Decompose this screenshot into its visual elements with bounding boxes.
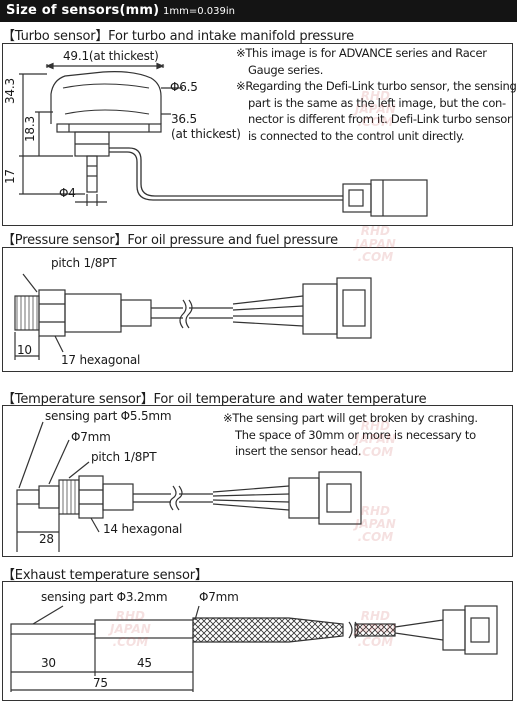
turbo-sensor-drawing — [19, 62, 428, 217]
temperature-panel: sensing part Φ5.5mm Φ7mm pitch 1/8PT 28 … — [2, 405, 513, 557]
turbo-dim-diameter: Φ6.5 — [170, 80, 198, 94]
exhaust-sensor-drawing — [10, 605, 498, 692]
exhaust-dim-total: 75 — [93, 676, 108, 690]
temperature-note-line: The space of 30mm or more is necessary t… — [235, 427, 476, 442]
unit-conversion: 1mm=0.039in — [163, 6, 235, 17]
turbo-panel: 49.1(at thickest) Φ6.5 34.3 18.3 17 Φ4 3… — [2, 43, 517, 226]
temperature-dim-length: 28 — [39, 532, 54, 546]
pressure-hexagonal-label: 17 hexagonal — [61, 353, 141, 367]
turbo-note-line: part is the same as the left image, but … — [248, 95, 506, 110]
turbo-dim-depth-note: (at thickest) — [171, 127, 241, 141]
turbo-note-line: Gauge series. — [248, 62, 324, 77]
turbo-section-title: 【Turbo sensor】For turbo and intake manif… — [2, 29, 354, 44]
pressure-panel: pitch 1/8PT 10 17 hexagonal — [2, 247, 513, 372]
pressure-dim-length: 10 — [17, 343, 32, 357]
turbo-dim-height-total: 34.3 — [3, 78, 17, 104]
turbo-dim-depth: 36.5 — [171, 112, 197, 126]
temperature-hexagonal-label: 14 hexagonal — [103, 522, 183, 536]
temperature-notes: ※The sensing part will get broken by cra… — [223, 410, 478, 460]
turbo-notes: ※This image is for ADVANCE series and Ra… — [236, 45, 517, 144]
turbo-dim-stem-diameter: Φ4 — [59, 186, 76, 200]
turbo-note-line: is connected to the control unit directl… — [248, 128, 465, 143]
exhaust-dim-b: 45 — [137, 656, 152, 670]
temperature-sensing-part-label: sensing part Φ5.5mm — [45, 409, 172, 423]
pressure-section-title: 【Pressure sensor】For oil pressure and fu… — [2, 233, 338, 248]
exhaust-diameter-label: Φ7mm — [199, 590, 239, 604]
turbo-note-line: nector is different from it. Defi-Link t… — [248, 112, 512, 126]
temperature-sensor-drawing — [16, 421, 362, 552]
temperature-note-line: ※The sensing part will get broken by cra… — [223, 411, 478, 425]
temperature-section-title: 【Temperature sensor】For oil temperature … — [2, 392, 427, 407]
temperature-note-line: insert the sensor head. — [235, 444, 362, 458]
turbo-dim-width: 49.1(at thickest) — [63, 49, 159, 63]
page-title: Size of sensors(mm) — [6, 3, 160, 18]
temperature-pitch-label: pitch 1/8PT — [91, 450, 157, 464]
temperature-diameter-label: Φ7mm — [71, 430, 111, 444]
pressure-sensor-drawing — [14, 273, 372, 360]
turbo-dim-height-body: 18.3 — [23, 116, 37, 142]
exhaust-sensing-part-label: sensing part Φ3.2mm — [41, 590, 168, 604]
turbo-dim-stem: 17 — [3, 169, 17, 184]
pressure-pitch-label: pitch 1/8PT — [51, 256, 117, 270]
turbo-note-line: ※Regarding the Defi-Link turbo sensor, t… — [236, 79, 517, 93]
turbo-note-line: ※This image is for ADVANCE series and Ra… — [236, 46, 487, 60]
exhaust-section-title: 【Exhaust temperature sensor】 — [2, 568, 208, 583]
exhaust-panel: sensing part Φ3.2mm Φ7mm 30 45 75 — [2, 581, 513, 701]
exhaust-dim-a: 30 — [41, 656, 56, 670]
header-bar: Size of sensors(mm) 1mm=0.039in — [0, 0, 517, 22]
